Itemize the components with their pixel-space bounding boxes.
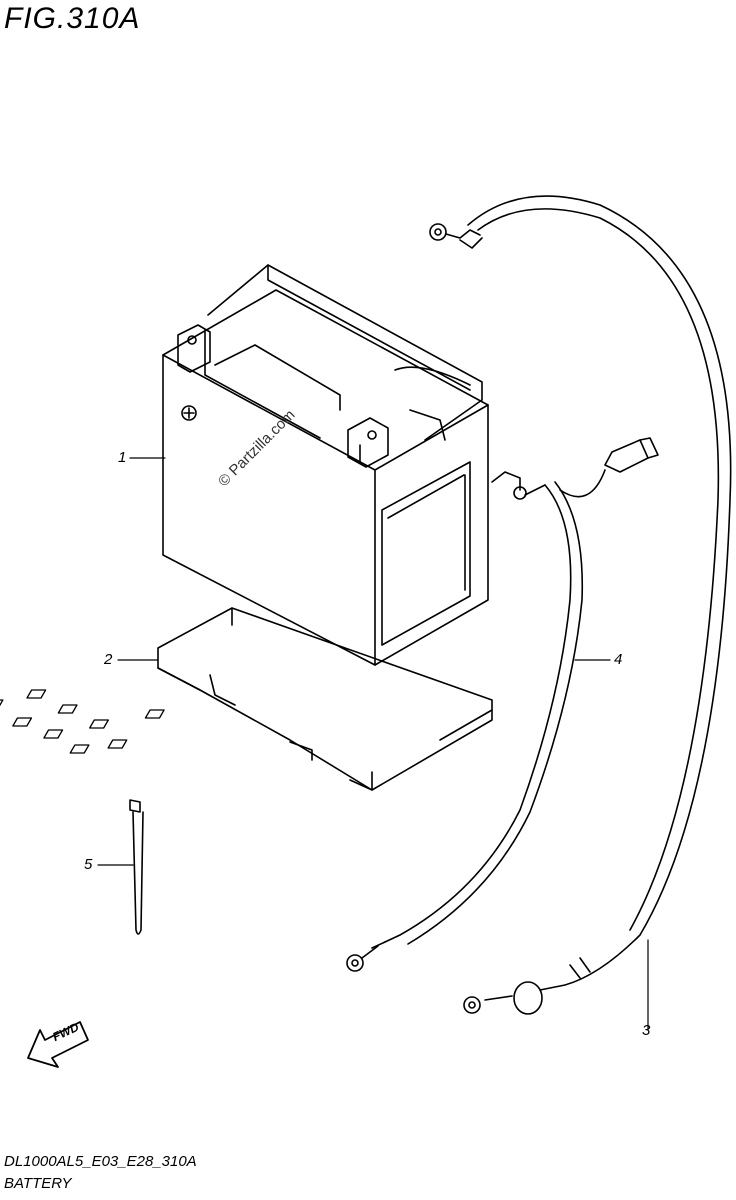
battery[interactable] bbox=[163, 265, 488, 665]
battery-tray[interactable] bbox=[0, 608, 492, 790]
leader-lines bbox=[98, 458, 648, 1030]
battery-cable-connector[interactable] bbox=[347, 438, 658, 971]
fwd-arrow-icon bbox=[28, 1022, 88, 1067]
callout-5: 5 bbox=[84, 856, 93, 873]
callout-4: 4 bbox=[614, 651, 623, 668]
callout-3: 3 bbox=[642, 1022, 651, 1039]
diagram-code: DL1000AL5_E03_E28_310A bbox=[4, 1153, 197, 1170]
diagram-name: BATTERY bbox=[4, 1175, 72, 1192]
cable-tie[interactable] bbox=[130, 800, 143, 934]
figure-title: FIG.310A bbox=[4, 2, 141, 35]
battery-cable-long[interactable] bbox=[430, 196, 731, 1014]
callout-1: 1 bbox=[118, 449, 127, 466]
callout-2: 2 bbox=[104, 651, 113, 668]
